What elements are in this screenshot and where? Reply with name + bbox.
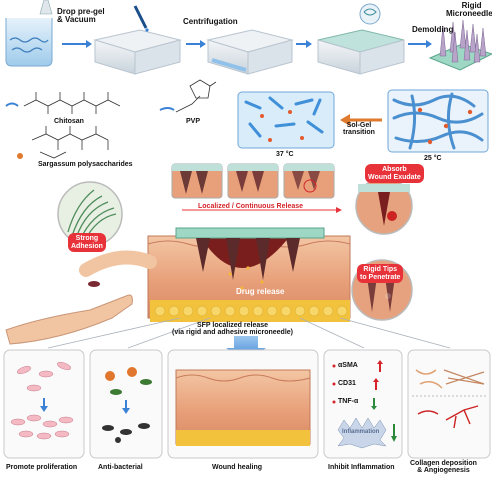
exudate-zoom-circle xyxy=(355,177,413,235)
arm-icon xyxy=(5,250,157,345)
step-demolding-label: Demolding xyxy=(412,25,454,34)
release-stage-2 xyxy=(227,163,279,199)
asma-marker-label: αSMA xyxy=(338,362,358,369)
step-drop-label: Drop pre-gel & Vacuum xyxy=(57,7,105,25)
sargassum-structure-icon xyxy=(31,126,109,159)
release-stage-1 xyxy=(171,163,223,199)
pvp-structure-icon xyxy=(175,79,217,113)
drug-release-label: Drug release xyxy=(236,287,285,296)
tnf-marker-label: TNF-α xyxy=(338,398,359,405)
pvp-label: PVP xyxy=(186,118,201,125)
release-banner-label: Localized / Continuous Release xyxy=(198,203,304,210)
inflammation-word-label: Inflammation xyxy=(342,429,380,435)
proliferation-panel xyxy=(3,349,85,459)
strong-adhesion-badge: Strong Adhesion xyxy=(68,233,106,253)
wound-healing-panel xyxy=(167,349,319,459)
microneedle-array-icon xyxy=(428,19,492,71)
outcome-antibacterial-label: Anti-bacterial xyxy=(98,464,143,471)
sargassum-label: Sargassum polysaccharides xyxy=(38,161,133,168)
sol-gel-label: Sol-Gel transition xyxy=(343,122,375,137)
step-rigid-label: Rigid Microneedles xyxy=(446,1,492,19)
antibacterial-panel xyxy=(89,349,163,459)
chitosan-structure-icon xyxy=(23,92,121,114)
rigid-tips-badge: Rigid Tips to Penetrate xyxy=(357,264,404,284)
beaker-icon xyxy=(5,0,53,67)
mold-drop-icon xyxy=(93,5,182,75)
temp-25-label: 25 °C xyxy=(424,155,442,162)
mold-centrifuged-icon xyxy=(206,29,294,75)
outcome-collagen-label: Collagen deposition & Angiogenesis xyxy=(410,460,477,475)
down-arrow-icon xyxy=(226,336,266,362)
inflammation-panel xyxy=(323,349,403,459)
gel-state-panel xyxy=(387,89,489,153)
outcome-inflammation-label: Inhibit Inflammation xyxy=(328,464,395,471)
cd31-marker-label: CD31 xyxy=(338,380,356,387)
absorb-exudate-badge: Absorb Wound Exudate xyxy=(365,164,424,184)
outcome-proliferation-label: Promote proliferation xyxy=(6,464,78,471)
outcome-healing-label: Wound healing xyxy=(212,464,263,471)
skin-block xyxy=(147,227,351,322)
mold-filled-icon xyxy=(317,3,405,75)
chitosan-label: Chitosan xyxy=(54,118,84,125)
step-centrifugation-label: Centrifugation xyxy=(183,17,238,26)
temp-37-label: 37 °C xyxy=(276,151,294,158)
collagen-panel xyxy=(407,349,491,459)
sfp-release-label: SFP localized release (via rigid and adh… xyxy=(172,322,293,337)
sol-state-panel xyxy=(237,91,335,149)
release-stage-3 xyxy=(283,163,335,199)
